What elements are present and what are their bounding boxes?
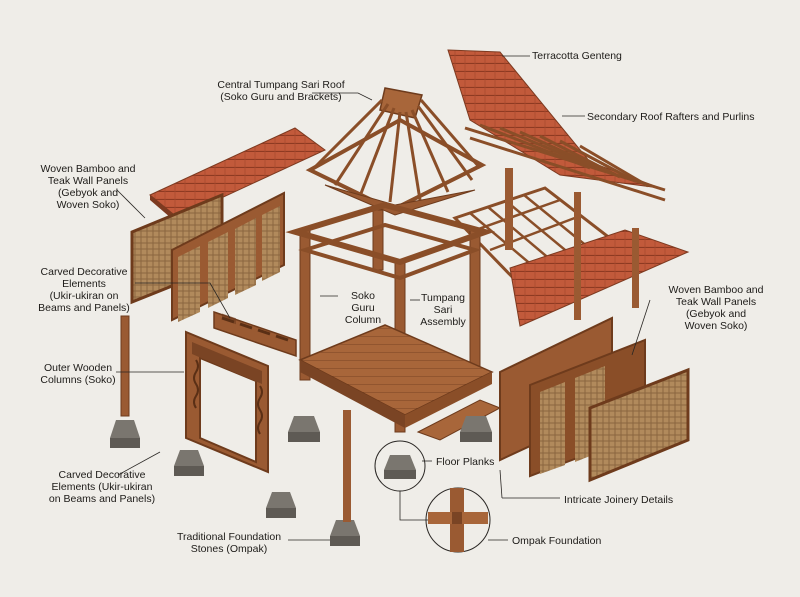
label-outer-wooden-columns: Outer Wooden Columns (Soko) xyxy=(40,362,116,386)
ompak-stone xyxy=(110,420,140,448)
ompak-stones xyxy=(110,410,492,546)
ompak-stone xyxy=(266,492,296,518)
ompak-stone xyxy=(460,416,492,442)
label-floor-planks: Floor Planks xyxy=(436,456,495,468)
ompak-stone xyxy=(384,455,416,479)
label-carved-elements-upper: Carved Decorative Elements (Ukir-ukiran … xyxy=(38,266,130,314)
label-woven-panels-left: Woven Bamboo and Teak Wall Panels (Gebyo… xyxy=(40,163,136,211)
left-roof-tile-panel xyxy=(149,127,326,224)
label-central-roof: Central Tumpang Sari Roof (Soko Guru and… xyxy=(217,79,345,103)
ompak-stone xyxy=(330,520,360,546)
right-wall-panels xyxy=(499,316,690,483)
label-ompak-foundation: Ompak Foundation xyxy=(512,535,602,547)
label-intricate-joinery: Intricate Joinery Details xyxy=(564,494,674,506)
label-soko-guru-column: Soko Guru Column xyxy=(344,290,382,326)
carved-doorway-frame xyxy=(185,330,269,474)
label-foundation-stones: Traditional Foundation Stones (Ompak) xyxy=(176,531,282,555)
outer-wooden-column xyxy=(120,315,130,417)
ompak-stone xyxy=(174,450,204,476)
label-secondary-rafters: Secondary Roof Rafters and Purlins xyxy=(587,111,755,123)
floor-platform xyxy=(298,324,502,441)
secondary-rafters-frame xyxy=(464,123,666,202)
label-terracotta-genteng: Terracotta Genteng xyxy=(532,50,622,62)
label-woven-panels-right: Woven Bamboo and Teak Wall Panels (Gebyo… xyxy=(668,284,764,332)
label-carved-elements-lower: Carved Decorative Elements (Ukir-ukiran … xyxy=(48,469,156,505)
right-roof-assembly xyxy=(452,186,690,327)
loose-column xyxy=(343,410,351,522)
ompak-stone xyxy=(288,416,320,442)
left-wall-panels xyxy=(130,191,285,322)
label-tumpang-sari-assembly: Tumpang Sari Assembly xyxy=(420,292,466,328)
carved-beam xyxy=(213,310,297,358)
central-tumpang-sari-roof xyxy=(305,87,487,216)
joinery-detail-circle xyxy=(425,487,491,553)
leader-lines xyxy=(116,55,651,541)
